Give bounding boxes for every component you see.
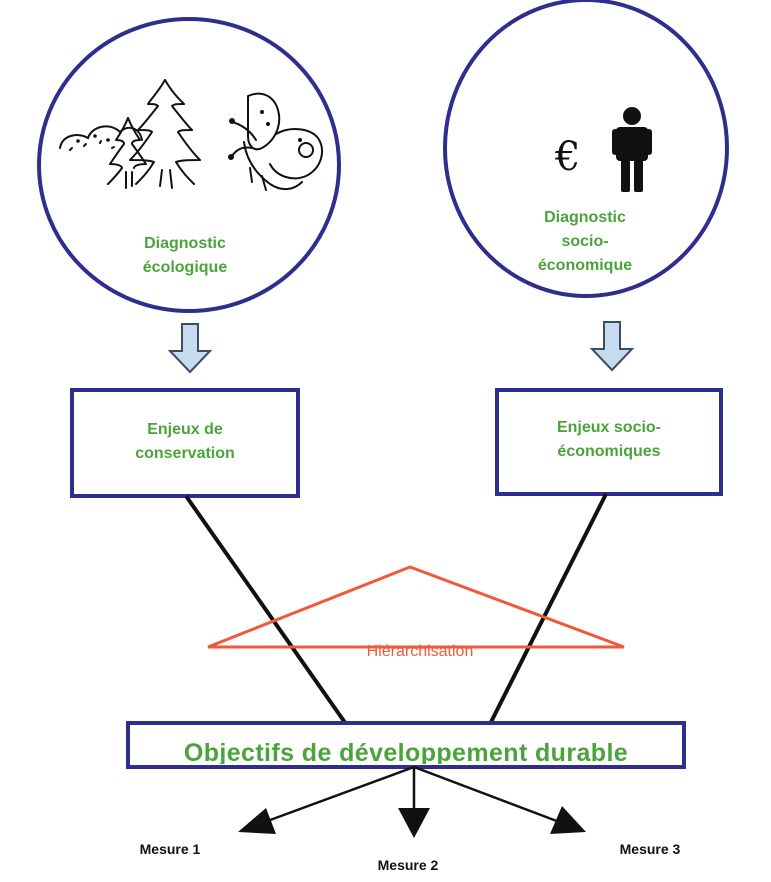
enjeux-socio-economiques-label: Enjeux socio- économiques — [556, 419, 662, 460]
mesure-2-label: Mesure 2 — [377, 857, 439, 873]
fir-tree-icon — [129, 79, 201, 189]
measure-arrow-1-head — [238, 808, 276, 834]
hierarchisation-triangle — [207, 565, 625, 649]
diagnostic-ecologique-circle — [37, 17, 341, 313]
mesure-1-label: Mesure 1 — [139, 841, 201, 857]
diagnostic-socio-economique-circle — [443, 0, 729, 298]
mesure-3-label: Mesure 3 — [619, 841, 681, 857]
enjeux-conservation-label: Enjeux de conservation — [135, 421, 235, 462]
butterfly-icon — [228, 92, 323, 191]
connector-line-left — [184, 494, 348, 726]
measure-arrow-3-line — [413, 765, 563, 825]
measure-arrow-1-line — [261, 765, 415, 825]
objectifs-box — [126, 721, 686, 769]
enjeux-socio-economiques-box — [495, 388, 723, 496]
euro-icon: € — [555, 134, 581, 180]
connector-line-right — [488, 493, 608, 725]
diagnostic-socio-economique-label: Diagnostic socio- économique — [537, 209, 633, 274]
person-icon — [612, 107, 652, 192]
down-arrow-left — [167, 323, 213, 374]
small-tree-icon — [107, 117, 147, 189]
enjeux-conservation-box — [70, 388, 300, 498]
measure-arrow-2-head — [398, 808, 430, 838]
hierarchisation-label: Hiérarchisation — [366, 643, 474, 660]
measure-arrow-3-head — [550, 806, 586, 834]
bush-icon — [59, 125, 143, 151]
objectifs-label: Objectifs de développement durable — [183, 739, 629, 764]
diagnostic-ecologique-label: Diagnostic écologique — [142, 235, 228, 276]
down-arrow-right — [589, 321, 635, 372]
